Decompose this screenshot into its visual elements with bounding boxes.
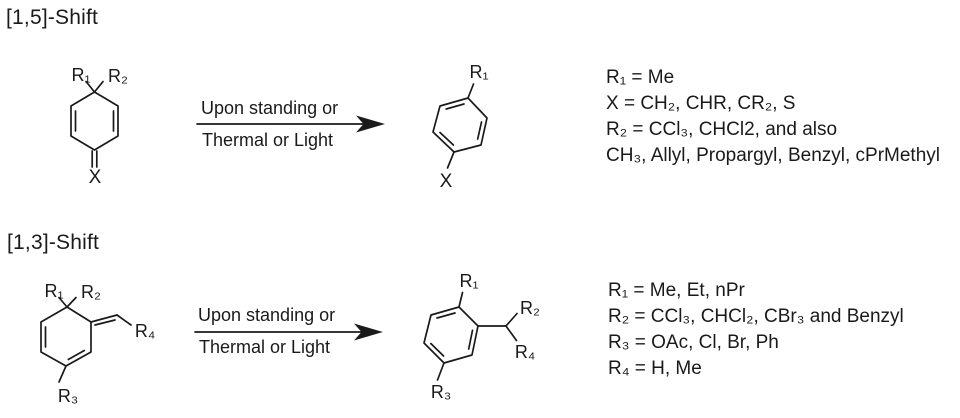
condition-line: R₁ = Me, Et, nPr bbox=[608, 280, 745, 301]
shift13-product-r4-label: R₄ bbox=[514, 342, 536, 362]
shift13-title: [1,3]-Shift bbox=[7, 231, 100, 254]
condition-line: R₂ = CCl₃, CHCl₂, CBr₃ and Benzyl bbox=[608, 306, 904, 327]
condition-line: R₄ = H, Me bbox=[608, 358, 702, 379]
shift15-reactant-x-label: X bbox=[88, 167, 102, 188]
shift13-reactant-structure bbox=[40, 296, 132, 383]
shift15-product-x-label: X bbox=[439, 171, 453, 192]
shift15-arrow-label-top: Upon standing or bbox=[201, 98, 339, 118]
shift15-conditions-block: R₁ = Me X = CH₂, CHR, CR₂, S R₂ = CCl₃, … bbox=[606, 65, 940, 169]
shift13-reaction-arrow bbox=[194, 323, 383, 341]
condition-line: X = CH₂, CHR, CR₂, S bbox=[606, 93, 796, 114]
shift15-reactant-r2-label: R₂ bbox=[108, 66, 128, 86]
condition-line: R₁ = Me bbox=[606, 67, 675, 88]
shift13-product-r2-label: R₂ bbox=[520, 298, 540, 318]
shift15-product-structure bbox=[432, 83, 488, 169]
shift13-arrow-label-top: Upon standing or bbox=[198, 305, 336, 325]
shift15-arrow-label-bottom: Thermal or Light bbox=[202, 130, 334, 150]
shift13-reactant-r1-label: R₁ bbox=[44, 281, 64, 301]
condition-line: CH₃, Allyl, Propargyl, Benzyl, cPrMethyl bbox=[606, 145, 941, 166]
shift13-reactant-r2-label: R₂ bbox=[81, 282, 101, 302]
shift15-product-r1-label: R₁ bbox=[469, 62, 489, 82]
arrow-head-icon bbox=[356, 115, 385, 133]
shift13-product-r1-label: R₁ bbox=[459, 271, 479, 291]
condition-line: R₂ = CCl₃, CHCl2, and also bbox=[606, 119, 838, 140]
shift15-title: [1,5]-Shift bbox=[6, 6, 99, 29]
shift15-reaction-arrow bbox=[196, 115, 385, 133]
shift13-arrow-label-bottom: Thermal or Light bbox=[199, 337, 331, 357]
shift13-reactant-r4-label: R₄ bbox=[134, 321, 156, 341]
condition-line: R₃ = OAc, Cl, Br, Ph bbox=[608, 332, 779, 353]
arrow-head-icon bbox=[354, 323, 383, 341]
shift13-product-structure bbox=[423, 291, 518, 381]
shift15-reactant-structure bbox=[70, 80, 119, 168]
shift13-conditions-block: R₁ = Me, Et, nPr R₂ = CCl₃, CHCl₂, CBr₃ … bbox=[608, 278, 904, 382]
shift15-reactant-r1-label: R₁ bbox=[71, 65, 91, 85]
shift13-product-r3-label: R₃ bbox=[430, 382, 452, 402]
shift13-reactant-r3-label: R₃ bbox=[57, 386, 79, 406]
